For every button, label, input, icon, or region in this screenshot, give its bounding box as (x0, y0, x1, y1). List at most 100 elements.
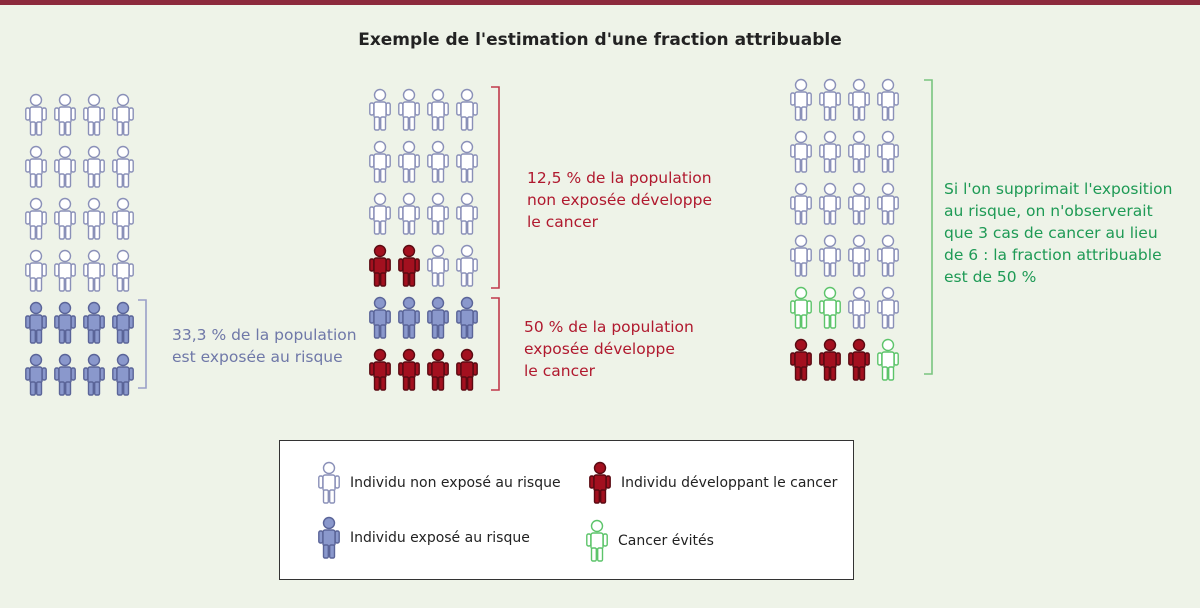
non-exposed-person-icon (25, 249, 47, 293)
exposed-person-icon (456, 296, 478, 340)
exposed-person-icon (112, 353, 134, 397)
non-exposed-person-icon (25, 197, 47, 241)
exposed-person-icon (83, 301, 105, 345)
non-exposed-person-icon (456, 140, 478, 184)
avoided-cancer-person-icon (790, 286, 812, 330)
non-exposed-person-icon (819, 234, 841, 278)
non-exposed-person-icon (877, 286, 899, 330)
non-exposed-person-icon (848, 234, 870, 278)
figure-title: Exemple de l'estimation d'une fraction a… (358, 30, 842, 50)
non-exposed-person-icon (112, 93, 134, 137)
top-accent-bar (0, 0, 1200, 5)
middle-bottom-note-line-1: 50 % de la population (524, 318, 694, 336)
non-exposed-person-icon (456, 88, 478, 132)
right-note-line-5: est de 50 % (944, 268, 1037, 286)
cancer-person-icon (589, 461, 611, 505)
cancer-person-icon (427, 348, 449, 392)
exposed-person-icon (83, 353, 105, 397)
right-population-grid (790, 78, 905, 383)
legend-box: Individu non exposé au risque Individu e… (279, 440, 854, 580)
non-exposed-person-icon (456, 192, 478, 236)
cancer-person-icon (456, 348, 478, 392)
non-exposed-person-icon (848, 182, 870, 226)
left-note-line-2: est exposée au risque (172, 348, 343, 366)
non-exposed-person-icon (877, 78, 899, 122)
non-exposed-person-icon (369, 88, 391, 132)
exposed-person-icon (369, 296, 391, 340)
non-exposed-person-icon (83, 197, 105, 241)
cancer-person-icon (369, 244, 391, 288)
non-exposed-person-icon (819, 130, 841, 174)
non-exposed-person-icon (819, 78, 841, 122)
non-exposed-person-icon (54, 249, 76, 293)
non-exposed-person-icon (369, 192, 391, 236)
non-exposed-person-icon (790, 130, 812, 174)
non-exposed-person-icon (877, 182, 899, 226)
exposed-person-icon (54, 301, 76, 345)
non-exposed-person-icon (877, 130, 899, 174)
exposed-person-icon (112, 301, 134, 345)
exposed-person-icon (25, 353, 47, 397)
non-exposed-person-icon (848, 130, 870, 174)
cancer-person-icon (398, 244, 420, 288)
exposed-person-icon (25, 301, 47, 345)
non-exposed-person-icon (25, 93, 47, 137)
avoided-cancer-person-icon (877, 338, 899, 382)
cancer-person-icon (819, 338, 841, 382)
right-note-line-1: Si l'on supprimait l'exposition (944, 180, 1173, 198)
middle-bottom-note-line-3: le cancer (524, 362, 596, 380)
non-exposed-person-icon (83, 249, 105, 293)
legend-label-exposed: Individu exposé au risque (350, 530, 530, 546)
non-exposed-person-icon (54, 197, 76, 241)
middle-top-red-bracket (491, 86, 500, 289)
non-exposed-person-icon (790, 78, 812, 122)
non-exposed-person-icon (819, 182, 841, 226)
legend-label-avoided: Cancer évités (618, 533, 714, 549)
middle-bottom-note-line-2: exposée développe (524, 340, 675, 358)
non-exposed-person-icon (54, 93, 76, 137)
middle-bottom-red-bracket (491, 297, 500, 391)
non-exposed-person-icon (318, 461, 340, 505)
non-exposed-person-icon (790, 234, 812, 278)
middle-population-grid (369, 88, 484, 393)
legend-item-non-exposed: Individu non exposé au risque (318, 461, 561, 505)
non-exposed-person-icon (848, 78, 870, 122)
non-exposed-person-icon (398, 140, 420, 184)
avoided-cancer-person-icon (819, 286, 841, 330)
middle-top-note-line-1: 12,5 % de la population (527, 169, 712, 187)
non-exposed-person-icon (398, 88, 420, 132)
non-exposed-person-icon (25, 145, 47, 189)
legend-label-non-exposed: Individu non exposé au risque (350, 475, 561, 491)
non-exposed-person-icon (790, 182, 812, 226)
non-exposed-person-icon (456, 244, 478, 288)
non-exposed-person-icon (848, 286, 870, 330)
right-note-line-2: au risque, on n'observerait (944, 202, 1153, 220)
exposed-person-icon (427, 296, 449, 340)
legend-item-exposed: Individu exposé au risque (318, 516, 530, 560)
cancer-person-icon (790, 338, 812, 382)
left-note-line-1: 33,3 % de la population (172, 326, 357, 344)
right-note: Si l'on supprimait l'exposition au risqu… (944, 178, 1172, 288)
non-exposed-person-icon (112, 197, 134, 241)
exposed-person-icon (398, 296, 420, 340)
non-exposed-person-icon (112, 145, 134, 189)
non-exposed-person-icon (54, 145, 76, 189)
non-exposed-person-icon (369, 140, 391, 184)
legend-item-cancer: Individu développant le cancer (589, 461, 837, 505)
legend-item-avoided: Cancer évités (586, 519, 714, 563)
exposed-person-icon (318, 516, 340, 560)
left-blue-bracket (138, 299, 147, 389)
non-exposed-person-icon (427, 192, 449, 236)
legend-label-cancer: Individu développant le cancer (621, 475, 838, 491)
exposed-person-icon (54, 353, 76, 397)
cancer-person-icon (398, 348, 420, 392)
non-exposed-person-icon (83, 93, 105, 137)
cancer-person-icon (848, 338, 870, 382)
non-exposed-person-icon (427, 88, 449, 132)
left-population-grid (25, 93, 140, 396)
non-exposed-person-icon (398, 192, 420, 236)
non-exposed-person-icon (112, 249, 134, 293)
right-note-line-4: de 6 : la fraction attribuable (944, 246, 1162, 264)
right-green-bracket (924, 79, 933, 375)
right-note-line-3: que 3 cas de cancer au lieu (944, 224, 1158, 242)
